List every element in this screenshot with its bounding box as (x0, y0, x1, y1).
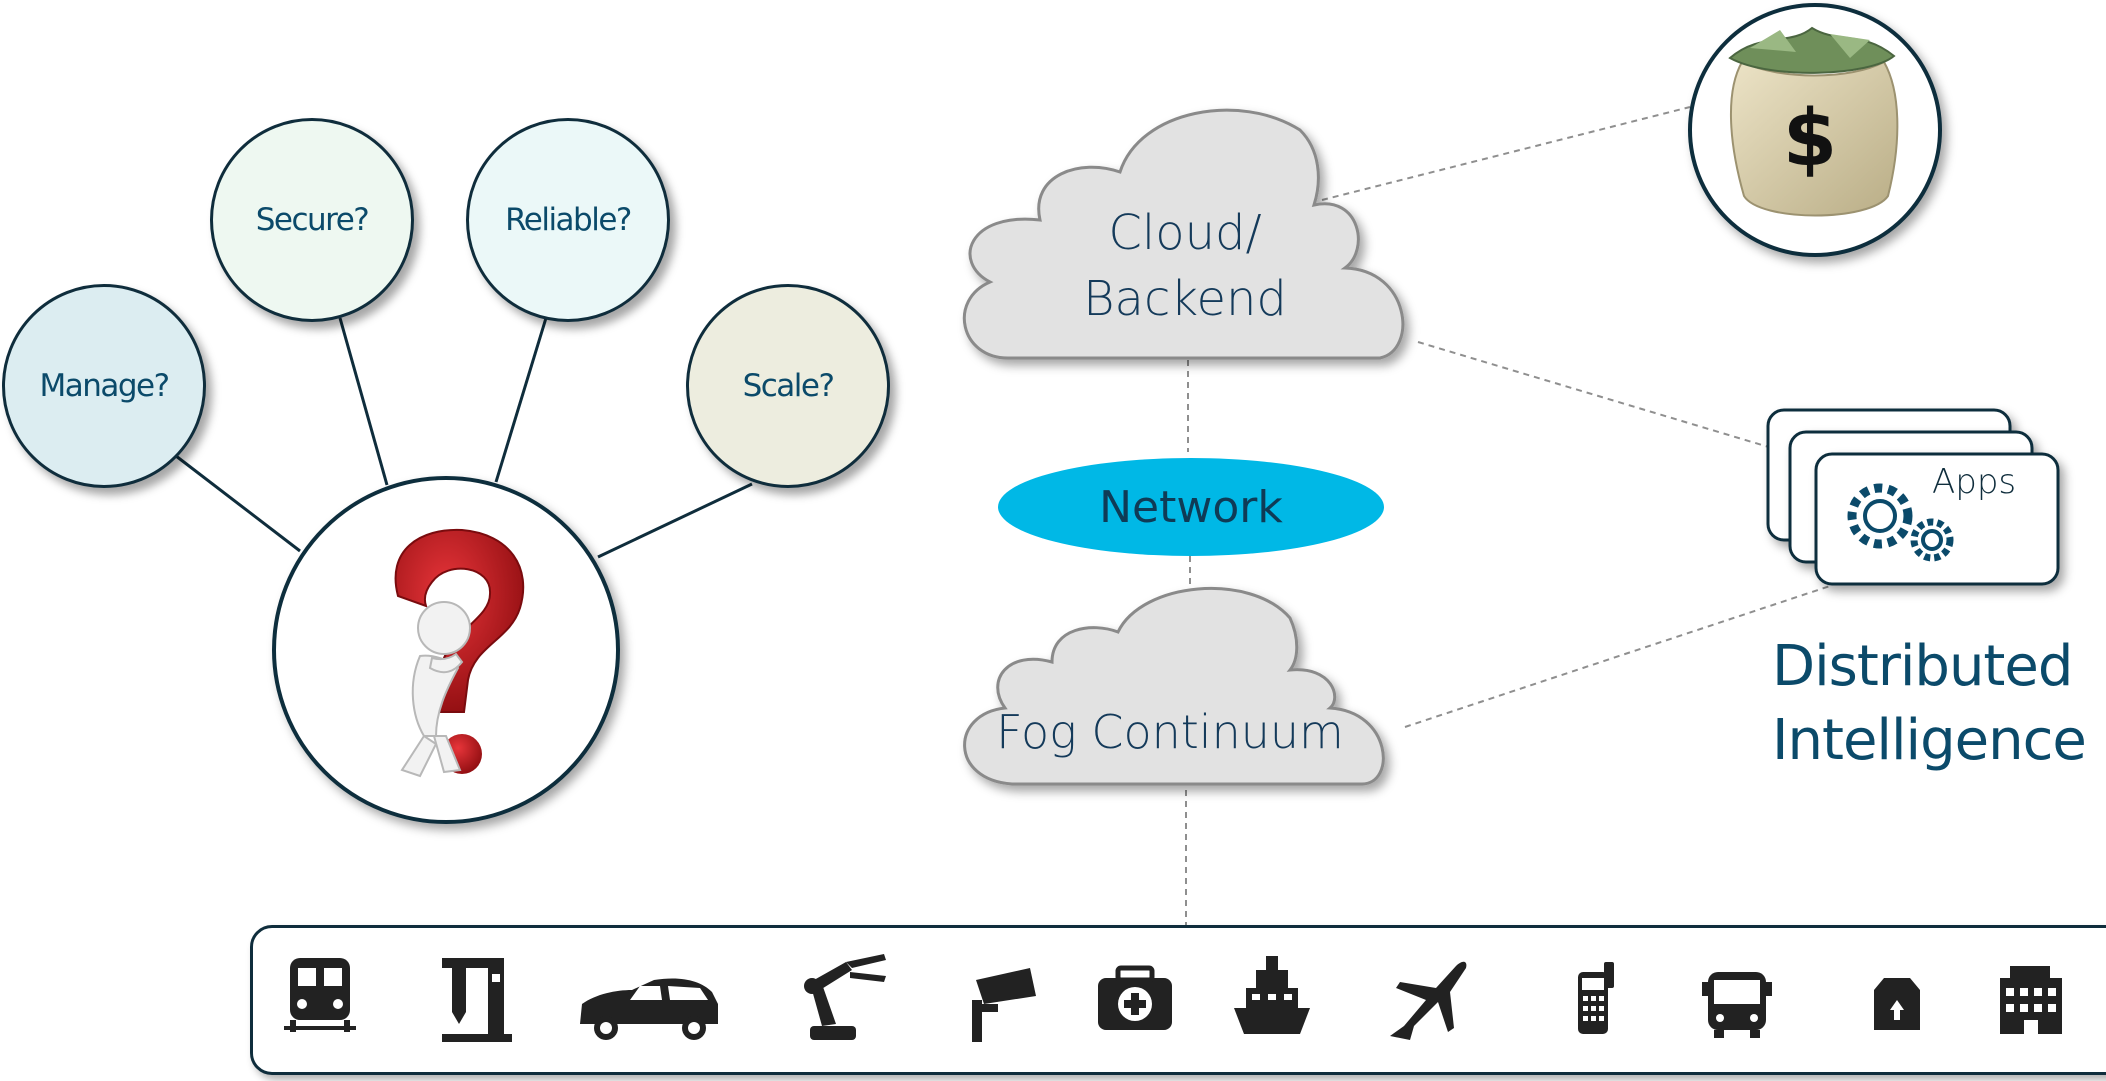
money-bag-icon: $ (1728, 26, 1899, 217)
scale-bubble: Scale? (686, 284, 890, 488)
backend-cloud-label: Cloud/ Backend (1040, 200, 1330, 332)
payment-terminal-icon (1578, 962, 1614, 1034)
apps-label: Apps (1932, 462, 2017, 502)
question-connectors (175, 317, 753, 559)
security-camera-icon (972, 968, 1036, 1042)
backend-cloud-line1: Cloud/ (1108, 205, 1262, 261)
network-label: Network (1099, 481, 1283, 533)
industrial-machine-icon (442, 958, 512, 1042)
white-figure-icon (400, 601, 471, 778)
reliable-label: Reliable? (505, 202, 632, 238)
network-ellipse: Network (998, 458, 1384, 556)
scale-label: Scale? (742, 368, 835, 404)
distributed-intelligence-title: Distributed Intelligence (1772, 630, 2087, 778)
secure-bubble: Secure? (210, 118, 414, 322)
airplane-icon (1390, 961, 1467, 1040)
train-icon (284, 958, 356, 1032)
building-icon (2000, 966, 2062, 1034)
backend-cloud-line2: Backend (1083, 271, 1287, 327)
bus-icon (1702, 972, 1772, 1038)
reliable-bubble: Reliable? (466, 118, 670, 322)
secure-label: Secure? (255, 202, 370, 238)
backend-cloud-shape (962, 108, 1405, 360)
robot-arm-icon (804, 954, 886, 1040)
di-line1: Distributed (1772, 634, 2073, 699)
device-bar (250, 925, 2106, 1075)
thinking-figure-circle (272, 476, 620, 824)
car-icon (580, 978, 718, 1040)
medical-kit-icon (1098, 965, 1172, 1030)
manage-label: Manage? (39, 368, 170, 404)
device-icons (284, 954, 2062, 1042)
package-icon (1874, 978, 1920, 1030)
fog-cloud-label: Fog Continuum (980, 704, 1360, 760)
svg-text:$: $ (1783, 94, 1837, 184)
fog-cloud-text: Fog Continuum (996, 705, 1344, 759)
apps-card-stack (1766, 408, 2060, 586)
ship-icon (1234, 956, 1310, 1034)
fog-cloud-shape (963, 587, 1385, 786)
manage-bubble: Manage? (2, 284, 206, 488)
gears-icon (1847, 483, 1954, 562)
money-bag-circle: $ (1688, 3, 1942, 257)
dashed-connectors (1185, 106, 1831, 925)
di-line2: Intelligence (1772, 708, 2087, 773)
